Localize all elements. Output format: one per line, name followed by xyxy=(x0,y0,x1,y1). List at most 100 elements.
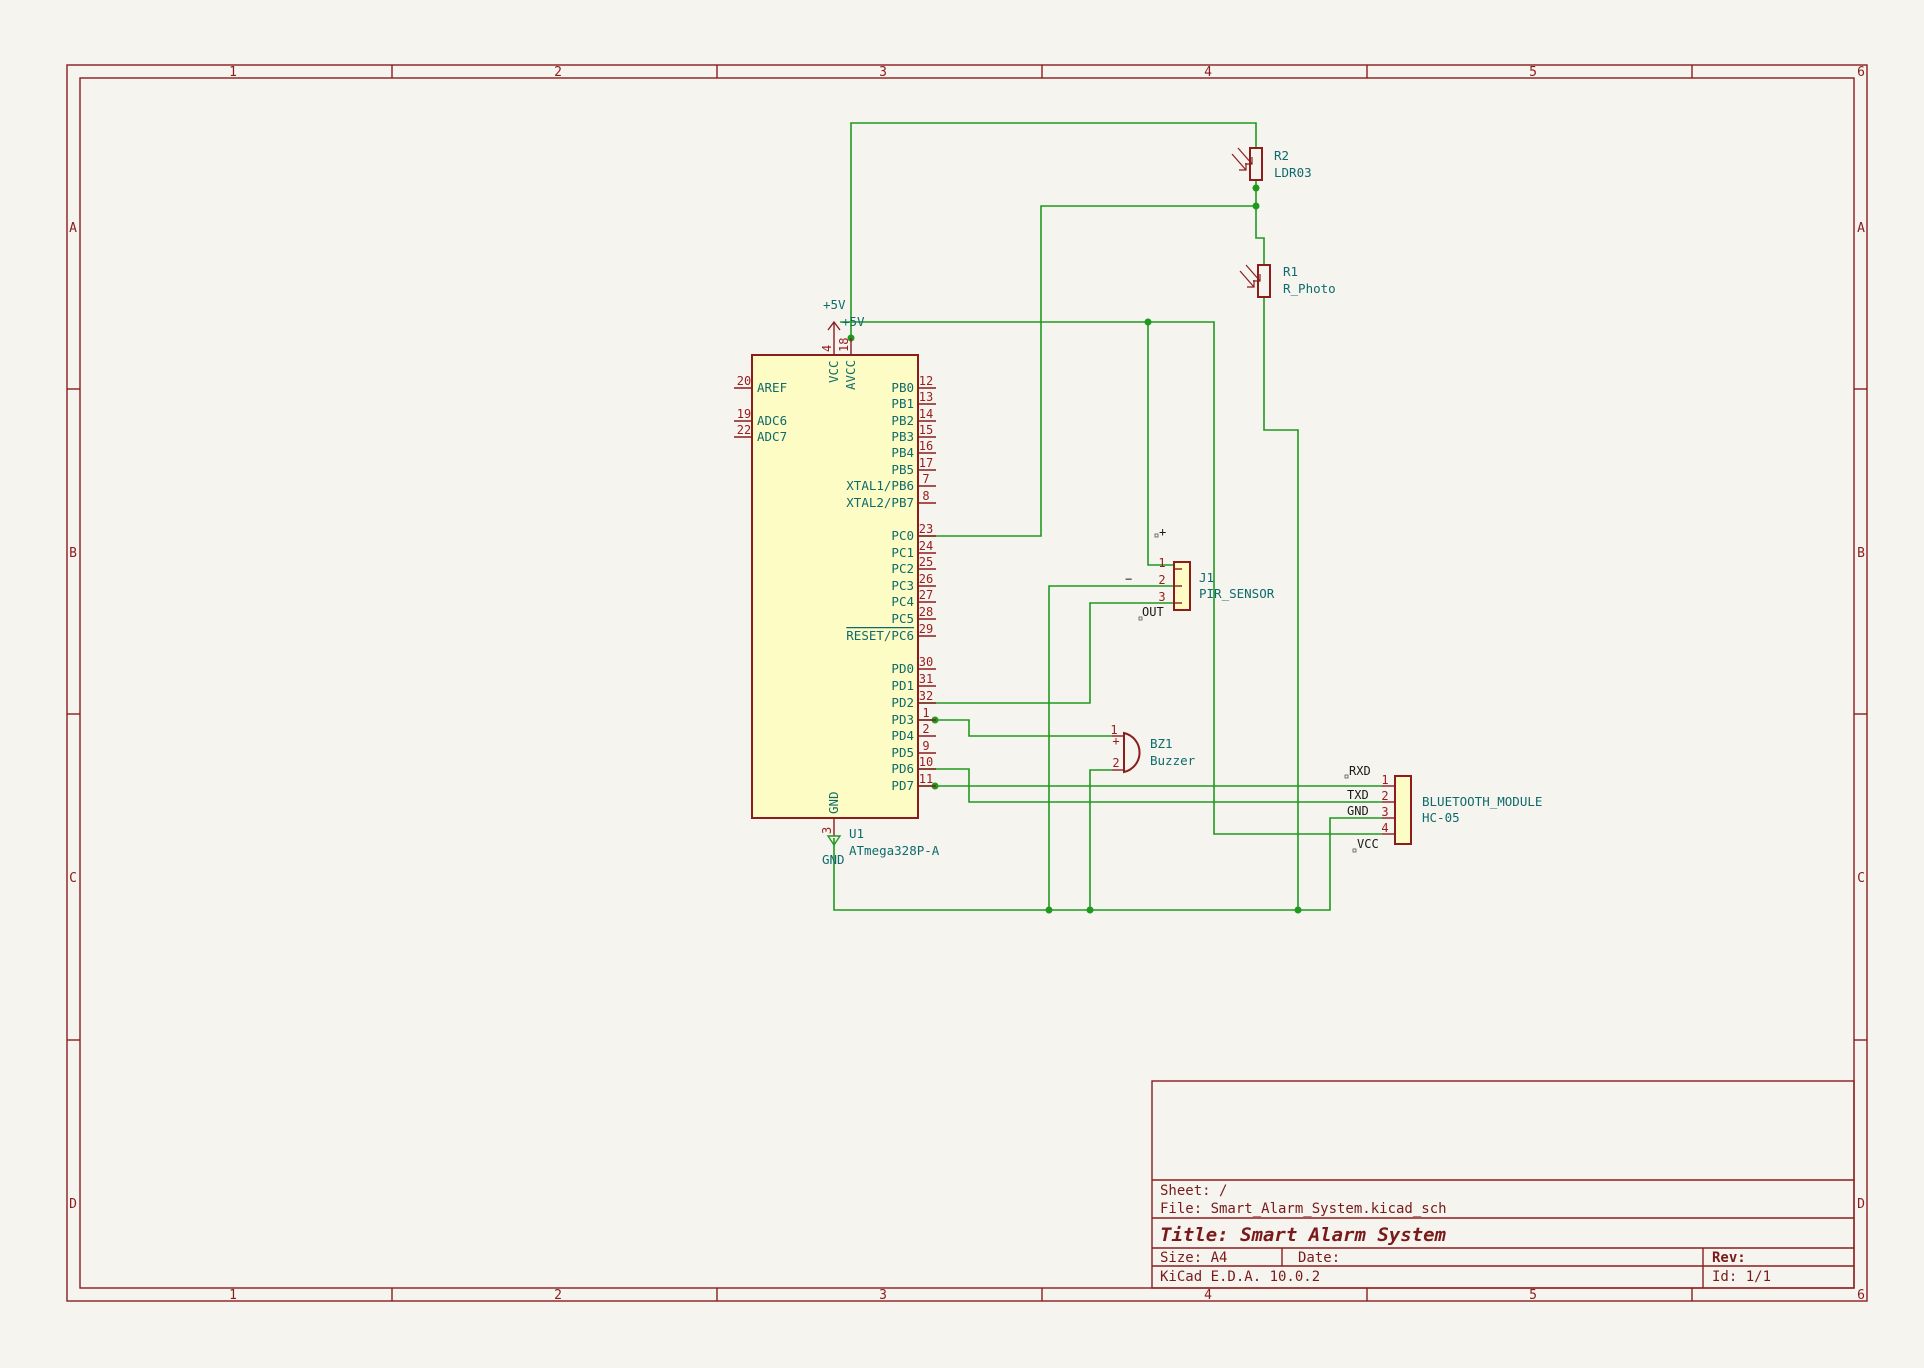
u1-pin-num-14: 14 xyxy=(919,407,933,421)
u1-pin-num-31: 31 xyxy=(919,672,933,686)
u1-pin-19-num: 19 xyxy=(737,407,751,421)
u1-pin-name-pd6: PD6 xyxy=(891,761,914,776)
u1-pin-num-28: 28 xyxy=(919,605,933,619)
u1-pin-22-num: 22 xyxy=(737,423,751,437)
row-label-a: A xyxy=(69,221,77,236)
u1-pin-name-pd3: PD3 xyxy=(891,712,914,727)
tb-id: Id: 1/1 xyxy=(1712,1269,1771,1285)
bt-label-txd: TXD xyxy=(1347,788,1369,802)
r2-value: LDR03 xyxy=(1274,165,1312,180)
u1-pin-name-pc2: PC2 xyxy=(891,561,914,576)
title-block: Sheet: / File: Smart_Alarm_System.kicad_… xyxy=(1151,1080,1855,1289)
tb-tool: KiCad E.D.A. 10.0.2 xyxy=(1160,1269,1320,1285)
bt-ref: BLUETOOTH_MODULE xyxy=(1422,794,1542,809)
u1-pin-num-1: 1 xyxy=(922,706,929,720)
bluetooth-module[interactable]: 1 2 3 4 RXD TXD GND VCC BLUETOOTH_MODULE… xyxy=(1344,764,1542,853)
power-5v-label-1: +5V xyxy=(823,297,846,312)
row-label-d-right: D xyxy=(1857,1197,1865,1212)
row-label-b: B xyxy=(69,546,77,561)
u1-pin-num-29: 29 xyxy=(919,622,933,636)
u1-pin-4-num: 4 xyxy=(820,345,834,352)
row-label-c-right: C xyxy=(1857,871,1865,886)
j1-pin-3: 3 xyxy=(1158,590,1165,604)
tb-size: Size: A4 xyxy=(1160,1250,1227,1266)
u1-pin-name-pd4: PD4 xyxy=(891,728,914,743)
u1-pin-3-num: 3 xyxy=(820,827,834,834)
u1-pin-num-12: 12 xyxy=(919,374,933,388)
drawing-frame: 1 2 3 4 5 6 1 2 3 4 5 6 A B C D A B C D xyxy=(66,64,1868,1303)
u1-pin-name-reset-pc6: RESET/PC6 xyxy=(846,628,914,643)
bt-pin-3: 3 xyxy=(1381,805,1388,819)
r1-photoresistor[interactable]: R1 R_Photo xyxy=(1239,264,1336,298)
u1-pin-20-num: 20 xyxy=(737,374,751,388)
u1-pin-name-pb0: PB0 xyxy=(891,380,914,395)
u1-pin-num-11: 11 xyxy=(919,772,933,786)
u1-pin-num-26: 26 xyxy=(919,572,933,586)
u1-pin-num-15: 15 xyxy=(919,423,933,437)
j1-pin-1: 1 xyxy=(1158,556,1165,570)
u1-pin-num-23: 23 xyxy=(919,522,933,536)
bt-pin-1: 1 xyxy=(1381,773,1388,787)
u1-pin-name-pd2: PD2 xyxy=(891,695,914,710)
col-label-5: 5 xyxy=(1529,65,1537,80)
u1-pin-num-2: 2 xyxy=(922,722,929,736)
j1-pir-sensor[interactable]: 1 2 3 + − OUT J1 PIR_SENSOR xyxy=(1125,525,1275,621)
row-label-a-right: A xyxy=(1857,221,1865,236)
power-5v-symbol: +5V +5V xyxy=(823,297,865,338)
u1-pin-name-pd7: PD7 xyxy=(891,778,914,793)
bt-pin-4: 4 xyxy=(1381,821,1388,835)
gnd-label: GND xyxy=(822,852,845,867)
u1-pin-name-pd1: PD1 xyxy=(891,678,914,693)
u1-pin-num-9: 9 xyxy=(922,739,929,753)
u1-pin-num-10: 10 xyxy=(919,755,933,769)
col-label-3: 3 xyxy=(879,65,887,80)
u1-pin-name-xtal1-pb6: XTAL1/PB6 xyxy=(846,478,914,493)
col-label-6: 6 xyxy=(1857,65,1865,80)
u1-pin-avcc: AVCC xyxy=(843,360,858,390)
tb-file: File: Smart_Alarm_System.kicad_sch xyxy=(1160,1201,1447,1217)
u1-pin-name-pc1: PC1 xyxy=(891,545,914,560)
bz1-buzzer[interactable]: 1 2 + BZ1 Buzzer xyxy=(1110,723,1196,774)
u1-right-pins: 12PB013PB114PB215PB316PB417PB57XTAL1/PB6… xyxy=(846,374,936,793)
tb-sheet: Sheet: / xyxy=(1160,1183,1227,1199)
u1-pin-adc6: ADC6 xyxy=(757,413,787,428)
u1-value: ATmega328P-A xyxy=(849,843,940,858)
u1-pin-num-25: 25 xyxy=(919,555,933,569)
tb-rev: Rev: xyxy=(1712,1250,1746,1266)
u1-pin-name-pd5: PD5 xyxy=(891,745,914,760)
u1-pin-name-pc5: PC5 xyxy=(891,611,914,626)
bt-pin-2: 2 xyxy=(1381,789,1388,803)
row-label-b-right: B xyxy=(1857,546,1865,561)
u1-pin-aref: AREF xyxy=(757,380,787,395)
col-label-1: 1 xyxy=(229,65,237,80)
power-5v-label-2: +5V xyxy=(842,314,865,329)
row-label-c: C xyxy=(69,871,77,886)
bz1-plus: + xyxy=(1112,734,1119,748)
r2-ldr[interactable]: R2 LDR03 xyxy=(1231,147,1312,181)
bz1-value: Buzzer xyxy=(1150,753,1196,768)
bz1-ref: BZ1 xyxy=(1150,736,1173,751)
tb-date: Date: xyxy=(1298,1250,1340,1266)
j1-label-plus: + xyxy=(1159,525,1166,539)
u1-pin-name-pc3: PC3 xyxy=(891,578,914,593)
j1-ref: J1 xyxy=(1199,570,1214,585)
u1-pin-num-16: 16 xyxy=(919,439,933,453)
u1-pin-num-30: 30 xyxy=(919,655,933,669)
bz1-pin-1: 1 xyxy=(1110,723,1117,737)
col-label-1-bottom: 1 xyxy=(229,1288,237,1303)
u1-pin-name-pc0: PC0 xyxy=(891,528,914,543)
u1-ref: U1 xyxy=(849,826,864,841)
col-label-3-bottom: 3 xyxy=(879,1288,887,1303)
u1-pin-name-pb2: PB2 xyxy=(891,413,914,428)
u1-atmega328p[interactable]: 20 19 22 AREF ADC6 ADC7 12PB013PB114PB21… xyxy=(734,338,940,858)
u1-pin-18-num: 18 xyxy=(837,338,851,352)
u1-pin-name-pb5: PB5 xyxy=(891,462,914,477)
u1-pin-vcc: VCC xyxy=(826,360,841,383)
u1-pin-name-pd0: PD0 xyxy=(891,661,914,676)
u1-pin-name-xtal2-pb7: XTAL2/PB7 xyxy=(846,495,914,510)
u1-body xyxy=(751,354,919,819)
j1-value: PIR_SENSOR xyxy=(1199,586,1275,601)
j1-label-minus: − xyxy=(1125,572,1132,586)
gnd-symbol: GND xyxy=(822,835,845,867)
